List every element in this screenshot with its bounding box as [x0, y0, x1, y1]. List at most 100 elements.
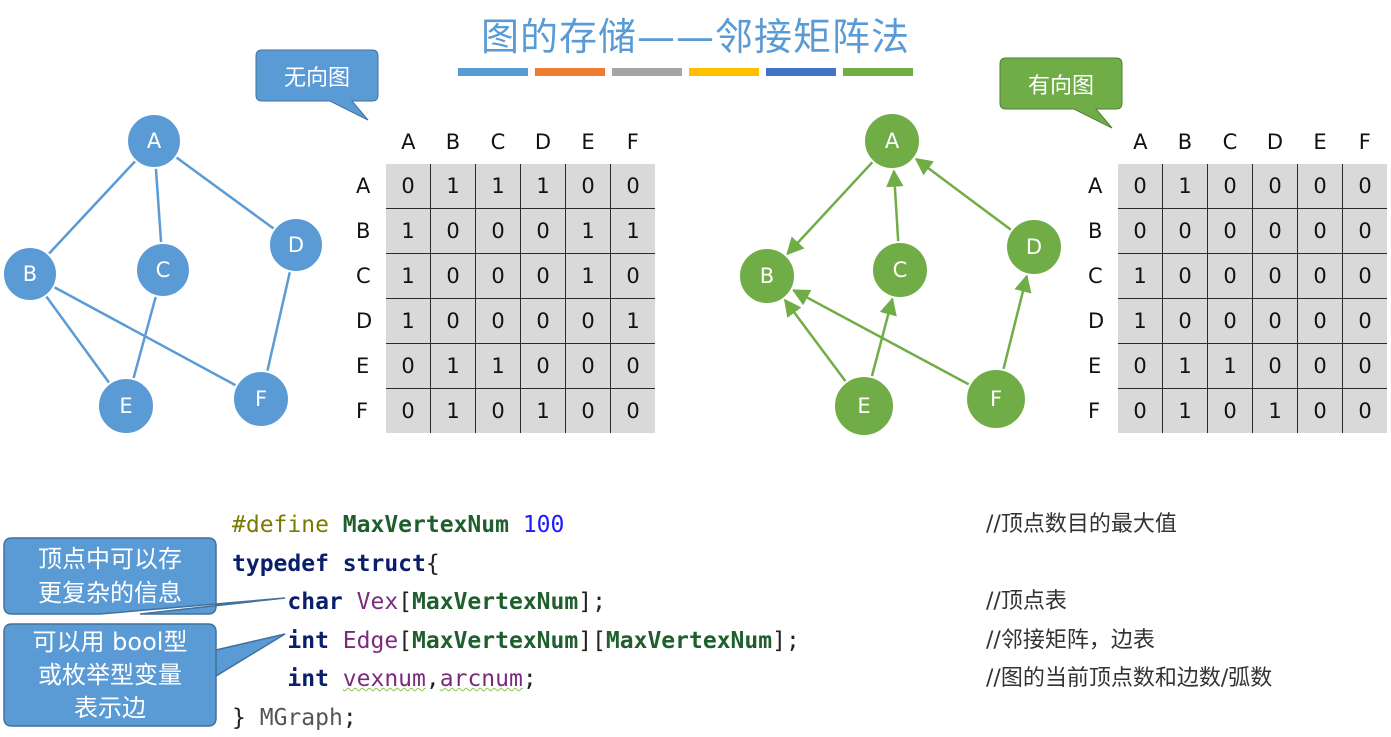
row-header: C: [356, 264, 371, 288]
code-arcnum-var: arcnum: [439, 666, 523, 692]
matrix-cell: 0: [610, 343, 655, 389]
matrix-cell: 0: [475, 298, 521, 344]
matrix-cell: 0: [1207, 164, 1253, 209]
color-bar-3: [612, 68, 682, 76]
undirected-callout-bubble: [255, 49, 379, 121]
matrix-cell: 1: [1162, 164, 1208, 209]
matrix-cell: 1: [430, 164, 476, 209]
undirected-edge-c-e: [132, 295, 158, 380]
matrix-cell: 0: [1252, 298, 1298, 344]
directed-node-label: D: [1026, 235, 1042, 259]
matrix-cell: 1: [1118, 298, 1163, 344]
row-header: A: [1088, 174, 1103, 199]
matrix-cell: 0: [1162, 253, 1208, 299]
undirected-node-label: D: [288, 233, 304, 257]
col-header: D: [1266, 130, 1284, 154]
matrix-cell: 0: [1207, 208, 1253, 254]
directed-node-e: [833, 375, 895, 437]
matrix-cell: 1: [1252, 388, 1298, 433]
matrix-cell: 0: [520, 208, 566, 254]
matrix-cell: 0: [1342, 343, 1387, 389]
col-header: D: [534, 130, 552, 154]
col-header: E: [581, 130, 595, 154]
row-header: B: [356, 219, 371, 243]
directed-node-f: [965, 368, 1027, 430]
matrix-cell: 0: [386, 164, 431, 209]
matrix-cell: 0: [610, 253, 655, 299]
matrix-cell: 1: [1118, 253, 1163, 299]
matrix-cell: 1: [386, 298, 431, 344]
matrix-cell: 0: [1207, 388, 1253, 433]
undirected-node-b: [2, 246, 58, 302]
matrix-cell: 0: [610, 388, 655, 433]
matrix-cell: 1: [1207, 343, 1253, 389]
matrix-cell: 0: [1297, 164, 1343, 209]
comment-line: //邻接矩阵，边表: [986, 627, 1155, 653]
matrix-cell: 0: [430, 208, 476, 254]
matrix-cell: 0: [1342, 298, 1387, 344]
code-typedef-keyword: typedef: [232, 550, 329, 577]
matrix-cell: 0: [1342, 164, 1387, 209]
matrix-cell: 1: [565, 253, 611, 299]
undirected-node-label: B: [23, 262, 37, 286]
color-bar-2: [535, 68, 605, 76]
directed-edge-e-b: [783, 298, 848, 383]
row-header: D: [356, 309, 373, 333]
matrix-cell: 0: [1118, 208, 1163, 254]
col-header: B: [1177, 130, 1193, 154]
directed-edges: [783, 157, 1032, 386]
matrix-cell: 0: [1297, 388, 1343, 433]
matrix-cell: 0: [475, 253, 521, 299]
code-edge-var: Edge: [342, 627, 399, 654]
code-close-brace: }: [232, 704, 246, 731]
code-vexnum-var: vexnum: [342, 666, 426, 692]
directed-node-d: [1005, 218, 1063, 276]
matrix-cell: 1: [610, 208, 655, 254]
code-edge-dim1: MaxVertexNum: [412, 627, 579, 654]
matrix-cell: 1: [520, 164, 566, 209]
matrix-cell: 0: [1252, 343, 1298, 389]
matrix-cell: 1: [1162, 388, 1208, 433]
row-header: F: [1088, 398, 1101, 423]
matrix-cell: 0: [1162, 208, 1208, 254]
col-header: C: [1222, 130, 1238, 154]
row-header: C: [1088, 264, 1103, 288]
code-char-type: char: [287, 589, 343, 615]
row-header: E: [1088, 354, 1102, 378]
color-bar-5: [766, 68, 836, 76]
matrix-corner: [1084, 120, 1118, 164]
matrix-cell: 0: [430, 298, 476, 344]
matrix-cell: 0: [430, 253, 476, 299]
matrix-cell: 0: [1252, 208, 1298, 254]
note1-callout-bubble: [3, 537, 286, 615]
col-header: C: [490, 130, 506, 154]
row-header: B: [1088, 219, 1103, 243]
matrix-corner: [352, 120, 386, 164]
matrix-cell: 1: [475, 343, 521, 389]
matrix-cell: 0: [565, 164, 611, 209]
code-define-keyword: #define: [232, 512, 329, 538]
row-header: E: [356, 354, 370, 378]
undirected-edge-d-f: [265, 271, 292, 372]
undirected-node-e: [97, 377, 155, 435]
col-header: A: [401, 130, 416, 154]
undirected-node-label: A: [147, 129, 162, 153]
note1-line2: 更复杂的信息: [38, 579, 182, 607]
note2-line1: 可以用 bool型: [32, 628, 188, 656]
code-macro-value: 100: [522, 512, 565, 538]
code-int-type: int: [287, 627, 329, 654]
undirected-node-label: E: [119, 394, 132, 418]
directed-node-b: [738, 247, 796, 305]
matrix-cell: 1: [430, 388, 476, 433]
matrix-cell: 0: [565, 298, 611, 344]
row-header: D: [1088, 309, 1105, 333]
undirected-node-f: [232, 370, 290, 428]
page-title: 图的存储——邻接矩阵法: [480, 15, 910, 59]
